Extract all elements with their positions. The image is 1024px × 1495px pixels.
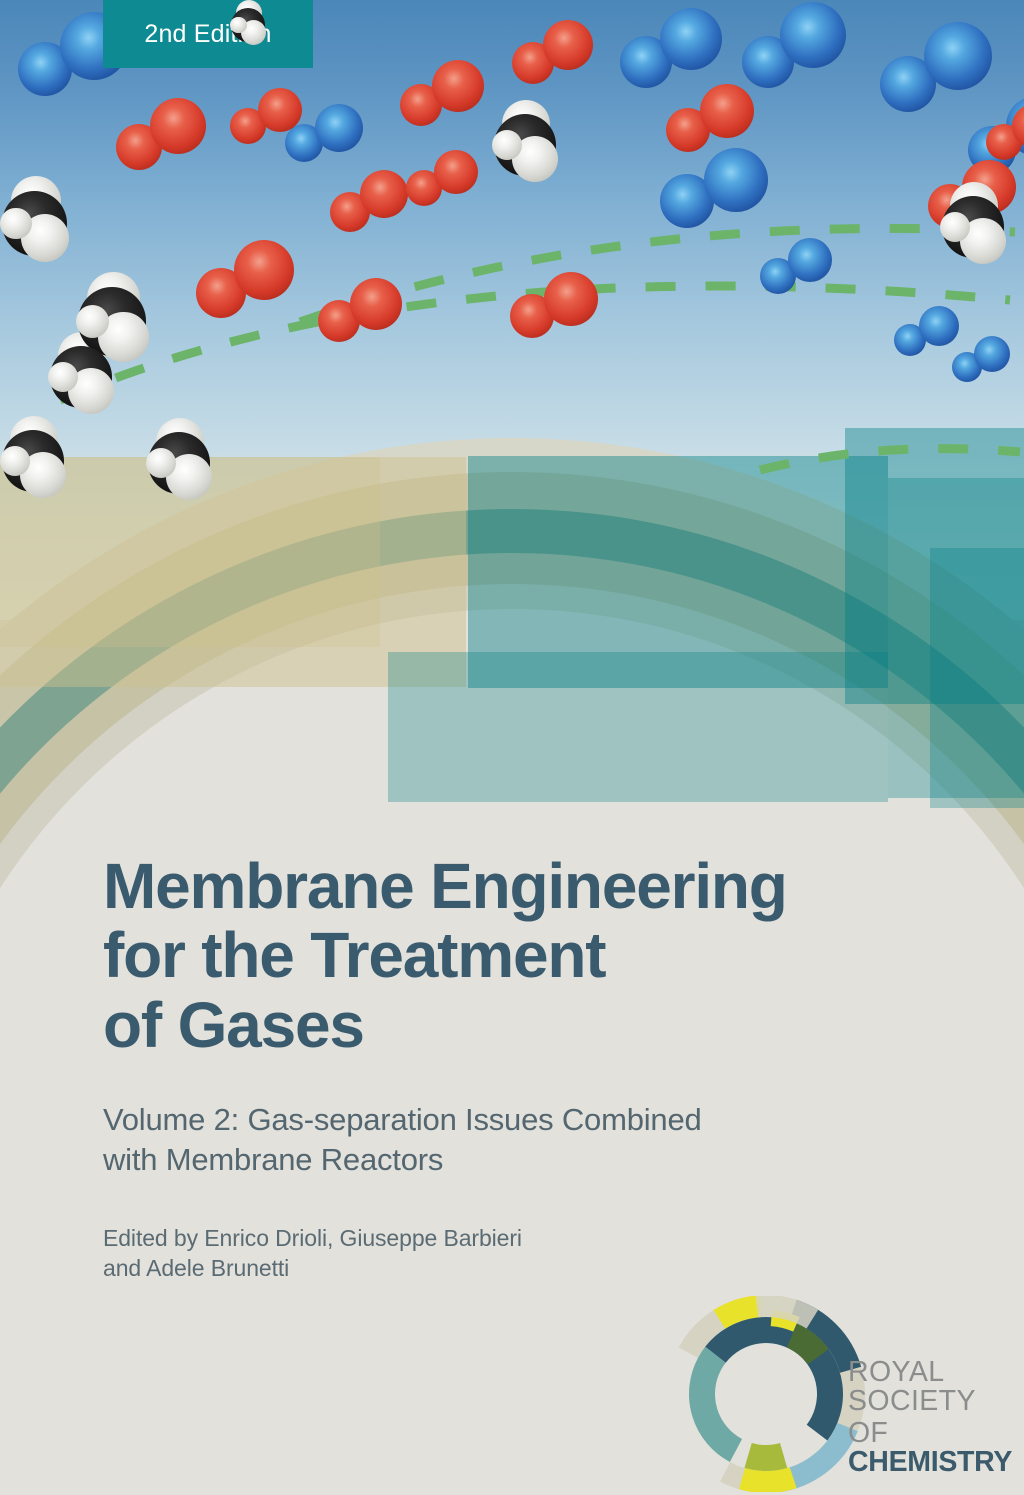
methane-atom <box>230 16 247 33</box>
methane-molecule <box>0 416 78 500</box>
nitrogen-molecule <box>952 336 1010 388</box>
oxygen-molecule-atom <box>434 150 478 194</box>
methane-molecule <box>230 0 273 46</box>
nitrogen-molecule-atom <box>315 104 363 152</box>
title-block: Membrane Engineering for the Treatment o… <box>103 850 943 1284</box>
nitrogen-molecule <box>620 8 722 98</box>
nitrogen-molecule <box>18 12 128 110</box>
rsc-wordmark: ROYAL SOCIETY OF CHEMISTRY <box>848 1358 1012 1476</box>
oxygen-molecule <box>318 278 402 352</box>
oxygen-molecule <box>116 98 206 180</box>
oxygen-molecule <box>512 20 593 92</box>
nitrogen-molecule <box>894 306 959 364</box>
nitrogen-molecule-atom <box>924 22 992 90</box>
nitrogen-molecule <box>760 238 832 302</box>
oxygen-molecule-atom <box>360 170 408 218</box>
oxygen-molecule-atom <box>350 278 402 330</box>
overlay-rect-teal-d <box>888 478 1024 798</box>
oxygen-molecule <box>196 240 294 328</box>
oxygen-molecule <box>406 150 478 214</box>
methane-atom <box>48 362 78 392</box>
methane-atom <box>0 446 30 476</box>
overlay-rect-teal-e <box>930 548 1024 808</box>
book-editors: Edited by Enrico Drioli, Giuseppe Barbie… <box>103 1224 522 1282</box>
methane-molecule <box>940 182 1018 266</box>
logo-arc-beige-accent <box>667 1295 865 1493</box>
methane-molecule <box>492 100 570 184</box>
oxygen-molecule-atom <box>543 20 593 70</box>
oxygen-molecule-atom <box>544 272 598 326</box>
oxygen-molecule <box>330 170 408 240</box>
methane-molecule <box>0 176 82 264</box>
nitrogen-molecule <box>880 22 992 124</box>
methane-atom <box>940 212 970 242</box>
nitrogen-molecule-atom <box>919 306 959 346</box>
nitrogen-molecule <box>660 148 768 238</box>
logo-arc-yellow-small <box>682 1310 850 1478</box>
methane-atom <box>492 130 522 160</box>
methane-atom <box>76 305 109 338</box>
oxygen-molecule <box>400 60 484 136</box>
oxygen-molecule-atom <box>432 60 484 112</box>
oxygen-molecule-atom <box>258 88 302 132</box>
methane-molecule <box>76 272 162 364</box>
book-subtitle: Volume 2: Gas-separation Issues Combined… <box>103 1102 702 1177</box>
rsc-of-chemistry: OF CHEMISTRY <box>848 1419 1012 1476</box>
royal-society-of-chemistry-logo: ROYAL SOCIETY OF CHEMISTRY <box>667 1295 1012 1493</box>
methane-atom <box>0 207 32 239</box>
nitrogen-molecule <box>742 2 846 102</box>
overlay-rect-beige <box>0 457 466 687</box>
nitrogen-molecule <box>285 104 363 172</box>
rsc-logo-mark <box>667 1295 865 1493</box>
oxygen-molecule-atom <box>1012 104 1024 148</box>
oxygen-molecule <box>230 88 302 152</box>
methane-molecule <box>146 418 224 502</box>
rsc-of: OF <box>848 1417 888 1449</box>
oxygen-molecule-atom <box>700 84 754 138</box>
overlay-rect-teal-b <box>388 652 888 802</box>
rsc-royal-society: ROYAL SOCIETY <box>848 1356 976 1417</box>
oxygen-molecule-atom <box>150 98 206 154</box>
methane-atom <box>146 448 176 478</box>
edition-badge: 2nd Edition <box>103 0 313 68</box>
nitrogen-molecule-atom <box>704 148 768 212</box>
overlay-rect-teal-a <box>468 456 888 688</box>
nitrogen-molecule-atom <box>660 8 722 70</box>
logo-arc-yellow-bottom <box>667 1295 865 1493</box>
rsc-chemistry: CHEMISTRY <box>848 1445 1013 1478</box>
book-title: Membrane Engineering for the Treatment o… <box>103 850 788 1061</box>
nitrogen-molecule-atom <box>788 238 832 282</box>
nitrogen-molecule-atom <box>780 2 846 68</box>
nitrogen-molecule-atom <box>974 336 1010 372</box>
oxygen-molecule <box>666 84 754 162</box>
oxygen-molecule <box>510 272 598 348</box>
oxygen-molecule-atom <box>234 240 294 300</box>
oxygen-molecule <box>986 104 1024 168</box>
